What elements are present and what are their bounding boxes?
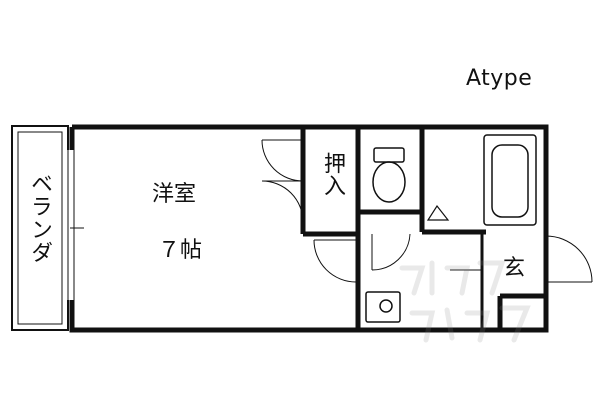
interior-walls [300, 127, 546, 330]
room-door [313, 239, 357, 283]
western-room-size: ７帖 [158, 238, 203, 263]
entrance-door [545, 235, 593, 283]
toilet-door [371, 233, 411, 271]
western-room-name: 洋室 [152, 182, 197, 207]
toilet-fixture [372, 147, 406, 203]
floor-level-triangle [426, 204, 450, 221]
balcony-label: ベランダ [27, 172, 52, 264]
entrance-label: 玄 [503, 256, 526, 281]
bathtub-fixture [483, 134, 537, 226]
closet-doors [261, 139, 304, 223]
balcony-window [66, 150, 84, 300]
washbasin-fixture [365, 291, 401, 323]
plan-type-label: Atype [466, 66, 533, 91]
closet-label: 押入 [320, 152, 345, 196]
watermark-logo [399, 260, 531, 343]
balcony-area [11, 125, 69, 331]
